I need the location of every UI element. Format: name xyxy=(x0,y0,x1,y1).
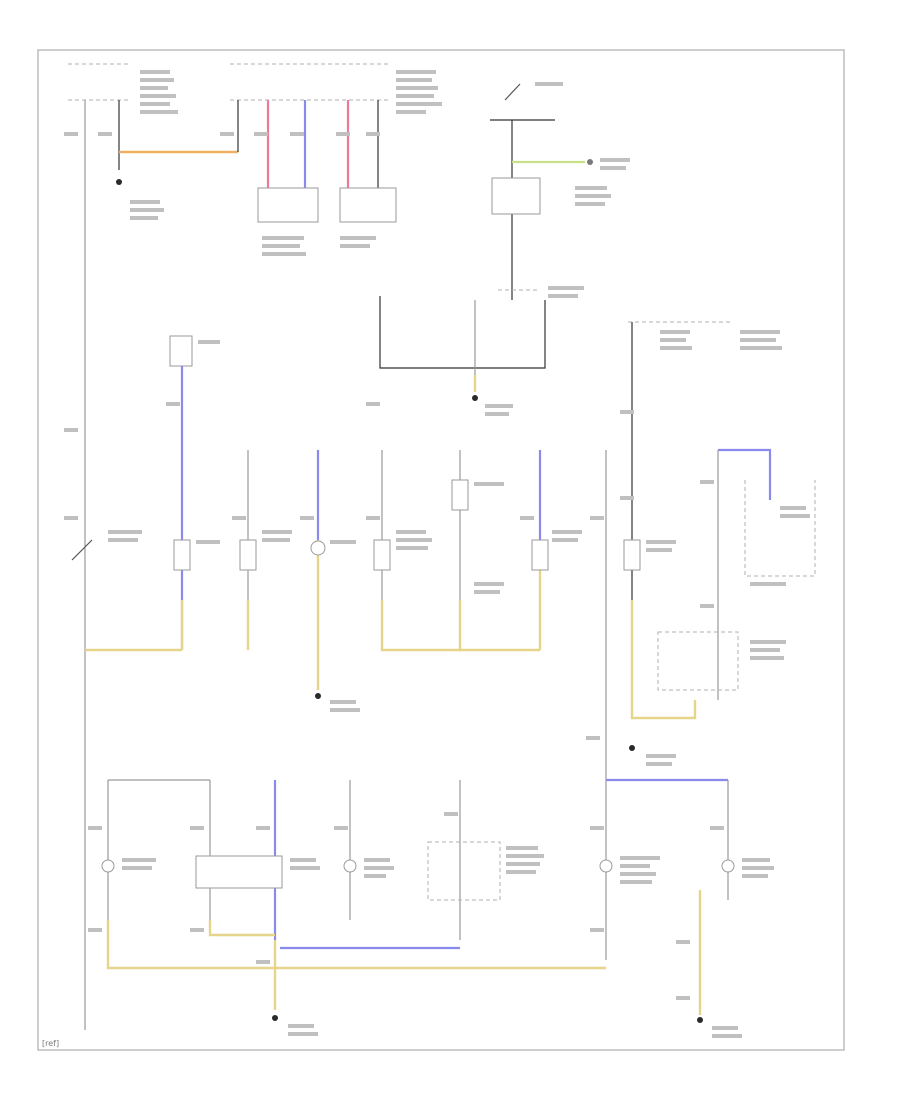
lamp-icon xyxy=(343,859,357,873)
switch-icon xyxy=(504,83,521,101)
lamp-icon xyxy=(599,859,613,873)
switch-box xyxy=(373,539,391,571)
ground-icon xyxy=(116,179,122,185)
module-box xyxy=(339,187,397,223)
splice-node-icon xyxy=(587,159,593,165)
fuse-box xyxy=(169,335,220,650)
lamp-icon xyxy=(310,540,326,556)
switch-icon xyxy=(71,539,93,561)
module-box xyxy=(257,187,319,223)
right-module xyxy=(628,321,782,650)
top-connectors xyxy=(68,63,442,114)
lamp-icon xyxy=(721,859,735,873)
ground-icon xyxy=(629,745,635,751)
switch-box xyxy=(173,539,191,571)
lamp-icon xyxy=(101,859,115,873)
ground-icon xyxy=(697,1017,703,1023)
ground-icon xyxy=(315,693,321,699)
switch-box xyxy=(239,539,257,571)
top-center-modules xyxy=(257,100,397,256)
diagram-code: [ref] xyxy=(42,1039,59,1048)
connector-tags xyxy=(64,132,724,1000)
switch-box xyxy=(451,479,469,511)
bottom-row xyxy=(101,778,774,1038)
middle-row xyxy=(71,448,816,780)
module-box xyxy=(195,855,283,889)
top-right-relay xyxy=(490,82,630,300)
top-left-circuit xyxy=(84,100,239,1030)
switch-box xyxy=(531,539,549,571)
ground-icon xyxy=(272,1015,278,1021)
center-module xyxy=(379,296,546,416)
diagram-frame xyxy=(37,49,845,1051)
switch-box xyxy=(623,539,641,571)
relay-box xyxy=(491,177,541,215)
ground-icon xyxy=(472,395,478,401)
